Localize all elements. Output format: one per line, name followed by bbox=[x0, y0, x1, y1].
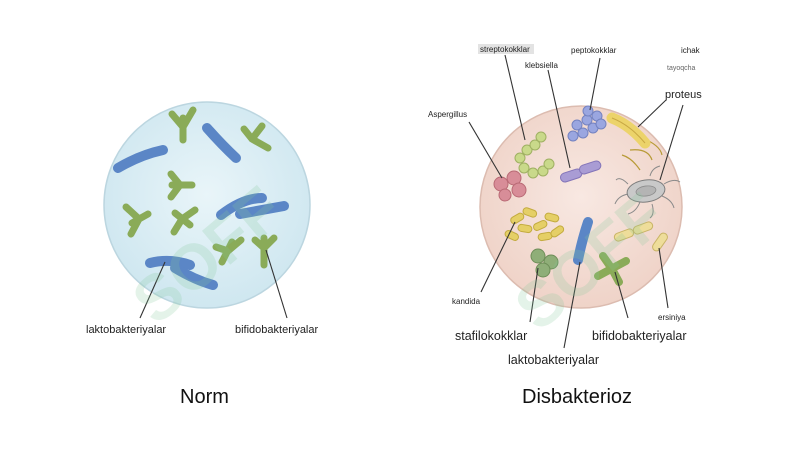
leader-bifido bbox=[614, 271, 629, 319]
bifido-cell bbox=[170, 206, 199, 236]
dis-proteus bbox=[606, 112, 663, 171]
lacto-rod bbox=[202, 123, 241, 163]
aspergillus-label: Aspergillus bbox=[428, 110, 467, 119]
leader-lacto bbox=[563, 261, 581, 349]
norm-panel: laktobakteriyalar bifidobakteriyalar Nor… bbox=[86, 101, 318, 408]
bifido-cell bbox=[212, 236, 245, 266]
dis-lacto-label: laktobakteriyalar bbox=[508, 353, 599, 367]
bifido-cell bbox=[240, 122, 272, 152]
pepto-label: peptokokklar bbox=[571, 46, 617, 55]
lacto-rod bbox=[235, 201, 289, 219]
dis-lacto-rod bbox=[573, 217, 593, 265]
leader-pepto bbox=[589, 57, 601, 111]
stafilo-label: stafilokokklar bbox=[455, 329, 527, 343]
lacto-rod bbox=[113, 145, 168, 173]
klebsiella-label: klebsiella bbox=[525, 61, 558, 70]
lacto-rod bbox=[145, 255, 195, 270]
dis-peptococci bbox=[567, 105, 607, 142]
dis-ichak-tayoqcha bbox=[614, 165, 681, 219]
norm-bifidobacteria bbox=[122, 106, 278, 269]
lacto-rod bbox=[216, 193, 267, 220]
dis-staphylococci bbox=[504, 207, 565, 242]
leader-norm-bifido bbox=[265, 249, 288, 319]
ersiniya-label: ersiniya bbox=[658, 313, 686, 322]
proteus-label: proteus bbox=[665, 89, 702, 101]
dis-kandida bbox=[530, 248, 559, 278]
dis-disc bbox=[479, 105, 683, 309]
dis-panel: streptokokklar peptokokklar ichak tayoqc… bbox=[428, 44, 702, 408]
dis-title: Disbakterioz bbox=[522, 386, 632, 408]
leader-kandida bbox=[480, 221, 516, 293]
lacto-rod bbox=[170, 263, 218, 290]
bifido-cell bbox=[251, 234, 278, 269]
dis-aspergillus bbox=[493, 170, 527, 202]
tayoqcha-label: tayoqcha bbox=[667, 65, 696, 72]
dis-ersiniya bbox=[613, 221, 668, 252]
leader-klebsiella bbox=[547, 69, 571, 169]
leader-stafilo bbox=[529, 267, 539, 323]
ichak-label: ichak bbox=[681, 46, 701, 55]
norm-lacto-label: laktobakteriyalar bbox=[86, 324, 166, 336]
dis-bifido-label: bifidobakteriyalar bbox=[592, 329, 687, 343]
leader-aspergillus bbox=[468, 121, 503, 179]
norm-title: Norm bbox=[180, 386, 229, 408]
strepto-label: streptokokklar bbox=[480, 45, 530, 54]
norm-bifido-label: bifidobakteriyalar bbox=[235, 324, 318, 336]
leader-proteus bbox=[637, 99, 667, 128]
norm-lactobacilli bbox=[113, 123, 289, 290]
leader-ersiniya bbox=[658, 247, 669, 309]
leader-strepto bbox=[504, 54, 526, 141]
bifido-cell bbox=[122, 203, 152, 238]
bifido-cell bbox=[167, 170, 196, 201]
leader-ichak bbox=[659, 104, 684, 181]
dis-klebsiella bbox=[559, 160, 602, 183]
bifido-cell bbox=[168, 106, 197, 144]
kandida-label: kandida bbox=[452, 297, 481, 306]
leader-norm-lacto bbox=[139, 261, 166, 319]
dis-streptococci bbox=[514, 131, 555, 179]
strepto-label-bg bbox=[478, 44, 534, 54]
